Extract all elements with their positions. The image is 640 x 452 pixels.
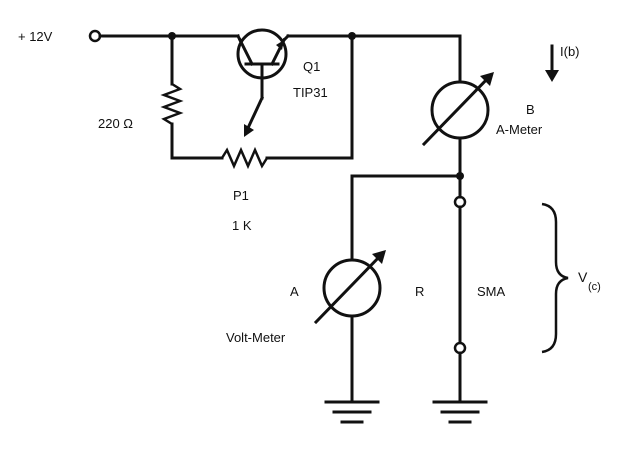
ground-right-icon bbox=[432, 400, 488, 424]
ground-left-icon bbox=[324, 400, 380, 424]
current-label: I(b) bbox=[560, 44, 580, 59]
sma-label: SMA bbox=[477, 284, 506, 299]
resistor-label: 220 Ω bbox=[98, 116, 133, 131]
resistor-220-symbol bbox=[160, 82, 184, 126]
voltmeter-needle bbox=[313, 251, 385, 325]
ammeter-needle bbox=[421, 73, 493, 147]
voltmeter-letter-label: A bbox=[290, 284, 299, 299]
ammeter-letter-label: B bbox=[526, 102, 535, 117]
transistor-part-label: TIP31 bbox=[293, 85, 328, 100]
pot-value-label: 1 K bbox=[232, 218, 252, 233]
voltmeter-arrow-icon bbox=[372, 250, 386, 264]
pot-ref-label: P1 bbox=[233, 188, 249, 203]
current-arrow-icon bbox=[545, 70, 559, 82]
voltmeter-symbol bbox=[322, 258, 382, 318]
supply-label: + 12V bbox=[18, 29, 53, 44]
wiper-arrow-icon bbox=[244, 124, 254, 137]
voltage-sub-label: (c) bbox=[588, 281, 601, 293]
voltage-label: V bbox=[578, 269, 588, 285]
ammeter-arrow-icon bbox=[480, 72, 494, 86]
transistor-ref-label: Q1 bbox=[303, 59, 320, 74]
ammeter-symbol bbox=[430, 80, 490, 140]
transistor-q1-symbol bbox=[236, 28, 288, 84]
wiper-line bbox=[246, 96, 264, 130]
voltmeter-r-label: R bbox=[415, 284, 424, 299]
potentiometer-p1-symbol bbox=[220, 146, 269, 170]
collector-lead bbox=[235, 33, 243, 43]
voltage-brace bbox=[541, 202, 569, 354]
ammeter-name-label: A-Meter bbox=[496, 122, 543, 137]
voltmeter-name-label: Volt-Meter bbox=[226, 330, 286, 345]
